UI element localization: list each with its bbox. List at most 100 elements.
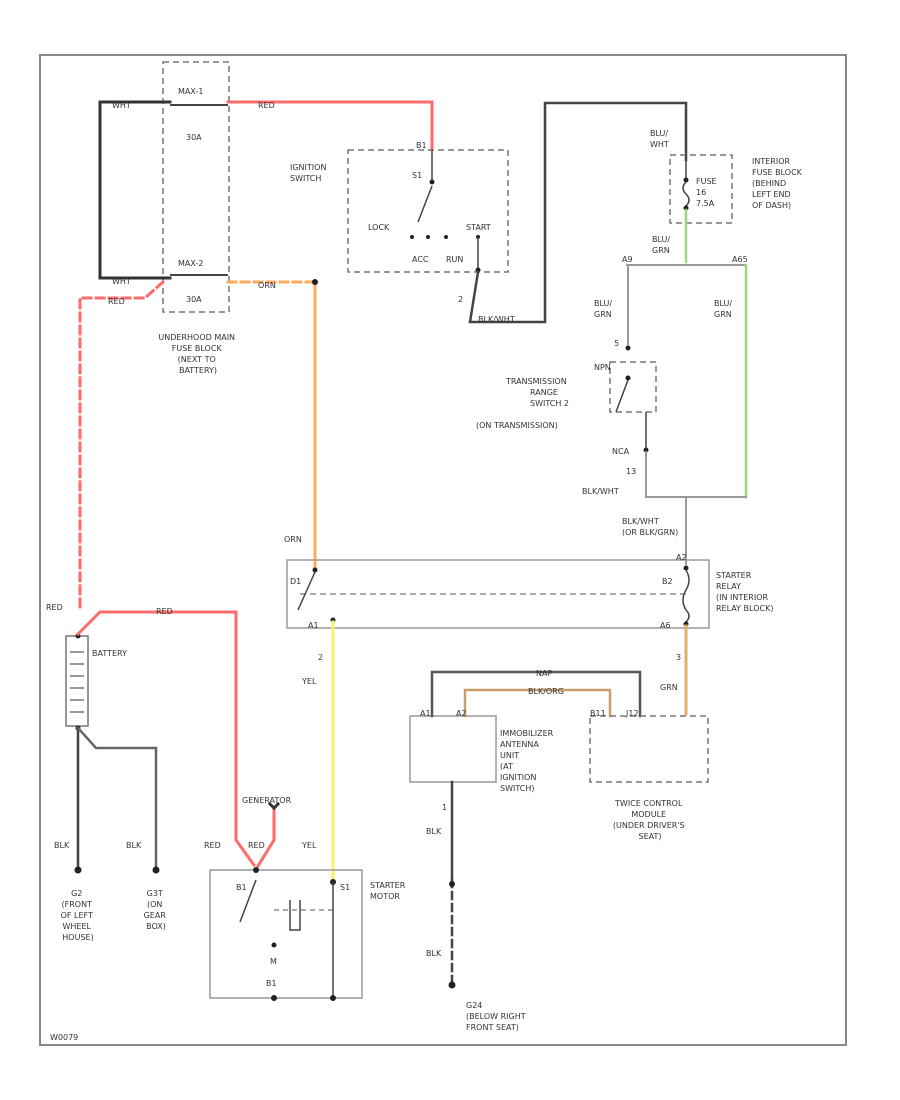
trs-pin-npn: NPN — [594, 363, 611, 372]
ignition-switch-label: IGNITION SWITCH — [290, 163, 329, 183]
transmission-range-switch: 5 NPN TRANSMISSION RANGE SWITCH 2 (ON TR… — [476, 339, 657, 476]
relay-pin-3: 3 — [676, 653, 681, 662]
orn-splice-node — [312, 279, 318, 285]
red-battery-top-label: RED — [156, 607, 173, 616]
relay-pin-a6: A6 — [660, 621, 671, 630]
g24-ground-node — [448, 981, 456, 989]
interior-fuse-id: FUSE 16 7.5A — [696, 177, 719, 208]
blk-org-label: BLK/ORG — [528, 687, 564, 696]
nap-wire — [430, 670, 642, 718]
blk-g3-wire — [76, 726, 158, 872]
ign-s1-label: S1 — [412, 171, 422, 180]
blk-g2-label: BLK — [54, 841, 70, 850]
starter-relay: D1 A1 B2 A2 A6 STARTER RELAY (IN INTERIO… — [286, 553, 773, 662]
generator-label: GENERATOR — [242, 796, 292, 805]
trs-pin-13: 13 — [626, 467, 636, 476]
starter-pin-s1: S1 — [340, 883, 350, 892]
ign-acc-label: ACC — [412, 255, 429, 264]
blk-g3-label: BLK — [126, 841, 142, 850]
wht-lower-label: WHT — [112, 277, 131, 286]
blk-g24-upper-label: BLK — [426, 827, 442, 836]
g24-splice-node — [449, 881, 455, 887]
g3-ground-node — [152, 866, 160, 874]
max1-terminal: MAX-1 — [178, 87, 203, 96]
figure-id: W0079 — [50, 1033, 78, 1042]
immobilizer-pin-a1: A1 — [420, 709, 431, 718]
ignition-switch: IGNITION SWITCH B1 S1 LOCK START ACC RUN… — [290, 141, 509, 304]
relay-pin-a2: A2 — [676, 553, 687, 562]
twice-control-module: B11 J12 TWICE CONTROL MODULE (UNDER DRIV… — [589, 709, 709, 841]
blk-org-wire — [463, 688, 612, 718]
tcm-pin-j12: J12 — [625, 709, 639, 718]
fuse-bottom-rating: 30A — [186, 295, 202, 304]
ign-terminal-b1: B1 — [416, 141, 427, 150]
orn-fuse-out-label: ORN — [258, 281, 276, 290]
red-battery-left-label: RED — [46, 603, 63, 612]
battery-label: BATTERY — [92, 649, 127, 658]
red-gen-right-label: RED — [248, 841, 265, 850]
g24-ground-label: G24 (BELOW RIGHT FRONT SEAT) — [466, 1001, 528, 1032]
nap-label: NAP — [536, 669, 552, 678]
max2-terminal: MAX-2 — [178, 259, 203, 268]
tcm-label: TWICE CONTROL MODULE (UNDER DRIVER'S SEA… — [613, 799, 687, 841]
blu-grn-fuse-out-label: BLU/ GRN — [652, 235, 673, 255]
yel-relay-label: YEL — [301, 677, 317, 686]
immobilizer-pin-a2: A2 — [456, 709, 467, 718]
yel-starter-label: YEL — [301, 841, 317, 850]
red-dashed-battery-wire — [78, 279, 166, 612]
interior-fuse-block-label: INTERIOR FUSE BLOCK (BEHIND LEFT END OF … — [752, 157, 804, 210]
bus-pin-a9: A9 — [622, 255, 633, 264]
blk-wht-ignition-wire — [468, 101, 688, 324]
red-gen-left-label: RED — [204, 841, 221, 850]
starter-pin-b1: B1 — [236, 883, 247, 892]
starter-motor: B1 S1 M B1 STARTER MOTOR — [209, 867, 408, 1001]
blu-grn-right-label: BLU/ GRN — [714, 299, 735, 319]
red-ignition-feed-wire — [226, 100, 434, 150]
ign-run-label: RUN — [446, 255, 463, 264]
red-top-label: RED — [258, 101, 275, 110]
starter-pin-m: M — [270, 957, 277, 966]
starter-relay-label: STARTER RELAY (IN INTERIOR RELAY BLOCK) — [716, 571, 773, 613]
blu-wht-fuse-label: BLU/ WHT — [650, 129, 671, 149]
generator: GENERATOR RED RED — [204, 796, 292, 869]
ign-pin-2: 2 — [458, 295, 463, 304]
red-dashed-label: RED — [108, 297, 125, 306]
immobilizer-pin-1: 1 — [442, 803, 447, 812]
g2-ground-node — [74, 866, 82, 874]
tcm-pin-b11: B11 — [590, 709, 606, 718]
battery: BATTERY — [65, 633, 127, 731]
blk-wht-trs-wire — [645, 451, 747, 498]
trs-label: TRANSMISSION RANGE SWITCH 2 (ON TRANSMIS… — [476, 377, 572, 430]
orn-relay-in-label: ORN — [284, 535, 302, 544]
fuse-top-rating: 30A — [186, 133, 202, 142]
bus-pin-a65: A65 — [732, 255, 748, 264]
main-fuse-block-label: UNDERHOOD MAIN FUSE BLOCK (NEXT TO BATTE… — [158, 333, 237, 375]
wht-loop-wire — [98, 100, 172, 280]
relay-pin-b2: B2 — [662, 577, 673, 586]
g2-ground-label: G2 (FRONT OF LEFT WHEEL HOUSE) — [61, 889, 96, 942]
g3-ground-label: G3T (ON GEAR BOX) — [144, 889, 169, 931]
blk-wht-relay-label: BLK/WHT (OR BLK/GRN) — [622, 517, 678, 537]
wht-top-label: WHT — [112, 101, 131, 110]
starter-pin-b2: B1 — [266, 979, 277, 988]
trs-pin-nca: NCA — [612, 447, 630, 456]
trs-pin-5: 5 — [614, 339, 619, 348]
relay-pin-a1: A1 — [308, 621, 319, 630]
blk-wht-trs-label: BLK/WHT — [582, 487, 619, 496]
ign-start-label: START — [466, 223, 491, 232]
relay-pin-2: 2 — [318, 653, 323, 662]
blk-wht-ign-label: BLK/WHT — [478, 315, 515, 324]
interior-fuse-block: BLU/ WHT FUSE 16 7.5A INTERIOR FUSE BLOC… — [650, 129, 804, 224]
immobilizer-label: IMMOBILIZER ANTENNA UNIT (AT IGNITION SW… — [500, 729, 556, 793]
relay-pin-d1: D1 — [290, 577, 301, 586]
ign-lock-label: LOCK — [368, 223, 390, 232]
blu-grn-trs-label: BLU/ GRN — [594, 299, 615, 319]
diagram-frame — [39, 54, 847, 1046]
immobilizer-antenna-unit: NAP BLK/ORG A1 A2 IMMOBILIZER ANTENNA UN… — [409, 669, 642, 812]
underhood-main-fuse-block: MAX-1 30A MAX-2 30A UNDERHOOD MAIN FUSE … — [158, 61, 237, 375]
starter-motor-label: STARTER MOTOR — [370, 881, 408, 901]
grn-tcm-label: GRN — [660, 683, 678, 692]
blk-g24-lower-label: BLK — [426, 949, 442, 958]
red-battery-generator-wire — [75, 610, 257, 868]
